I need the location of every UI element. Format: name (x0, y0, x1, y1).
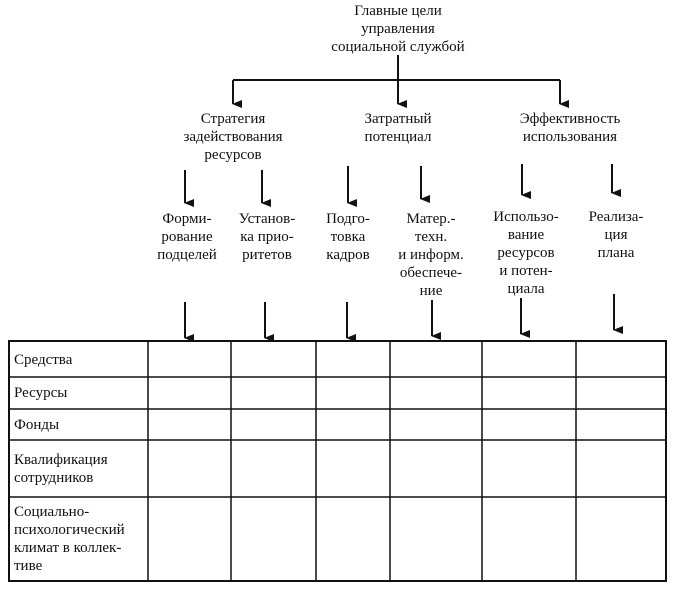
table-row-label: Квалификация сотрудников (14, 452, 108, 486)
subgoal-5: Использо- вание ресурсов и потен- циала (493, 209, 559, 297)
table-grid (9, 341, 666, 581)
subgoal-1: Форми- рование подцелей (157, 211, 217, 263)
table-row-label: Социально- психологический климат в колл… (14, 504, 125, 574)
group-cost-potential: Затратный потенциал (364, 111, 432, 145)
group-strategy: Стратегия задействования ресурсов (183, 111, 283, 163)
root-goal: Главные цели управления социальной служб… (331, 3, 465, 55)
subgoal-6: Реализа- ция плана (588, 209, 644, 261)
subgoal-2: Установ- ка прио- ритетов (238, 211, 296, 263)
subgoal-3: Подго- товка кадров (326, 211, 370, 263)
table-row-label: Средства (14, 352, 73, 368)
table-row-label: Фонды (14, 417, 60, 433)
subgoal-4: Матер.- техн. и информ. обеспече- ние (398, 211, 464, 299)
table-row-label: Ресурсы (14, 385, 68, 401)
group-efficiency: Эффективность использования (519, 111, 621, 145)
goals-table (8, 340, 667, 582)
